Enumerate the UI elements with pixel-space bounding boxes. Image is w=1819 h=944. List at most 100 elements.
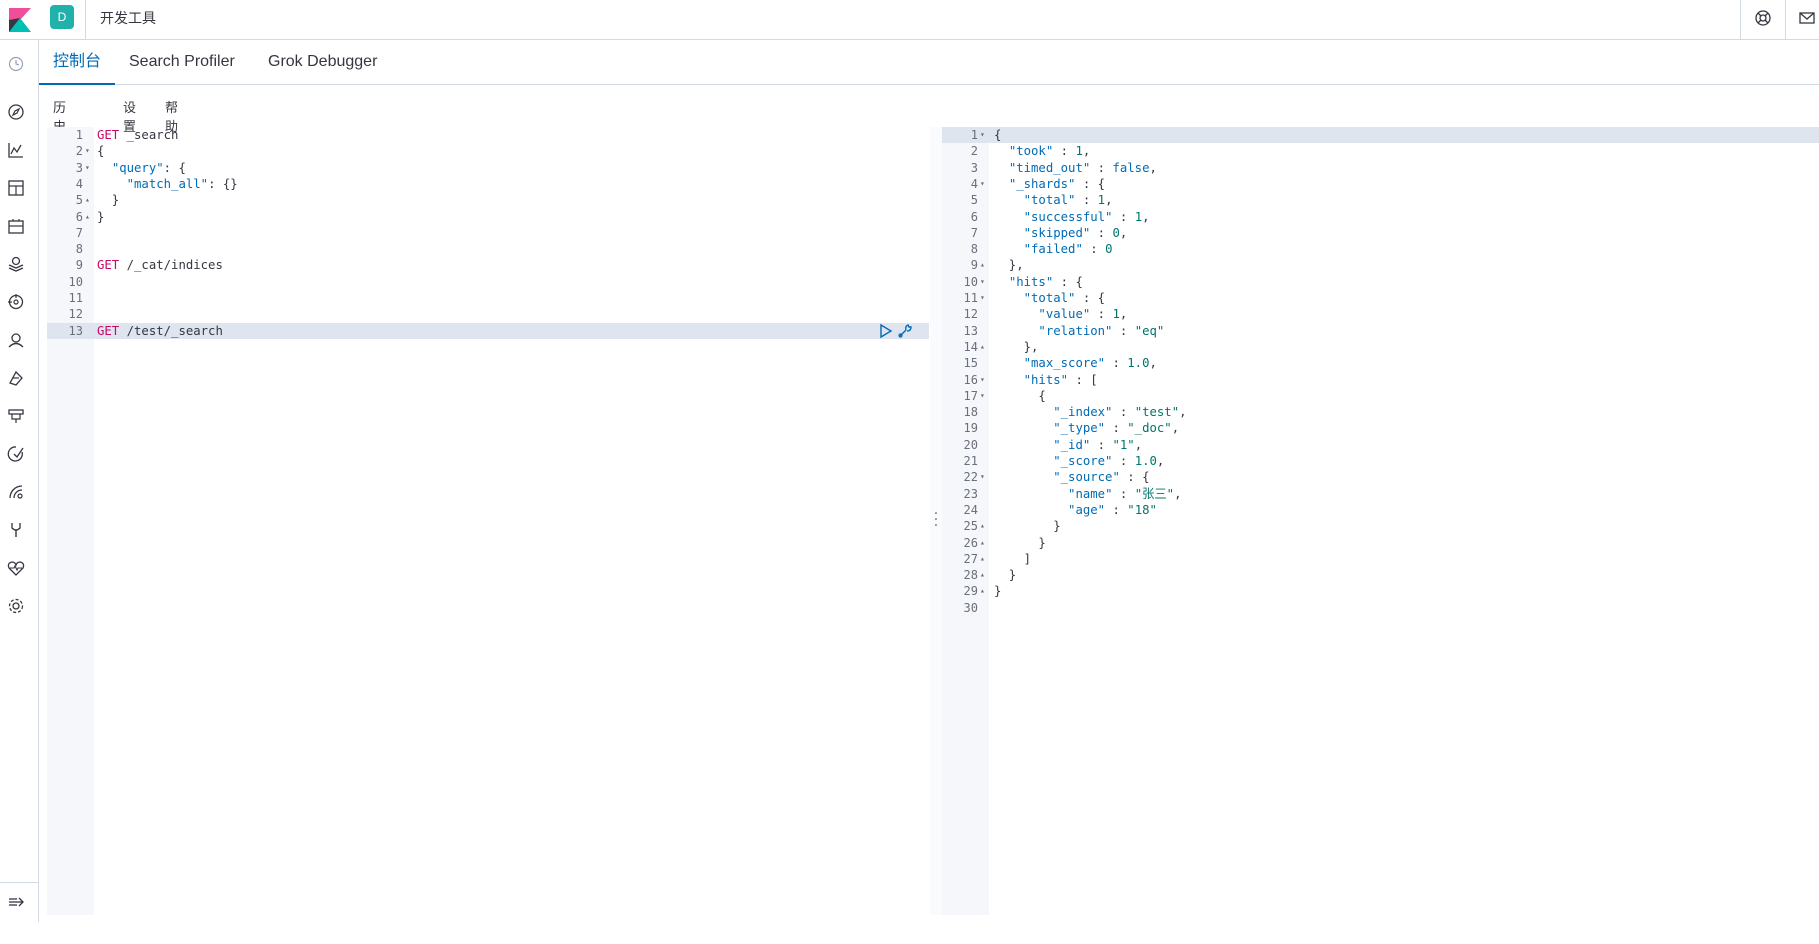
fold-toggle-icon[interactable]: ▴ [980, 260, 985, 270]
response-line[interactable]: 10▾ "hits" : { [942, 274, 1819, 290]
request-line[interactable]: 3▾ "query": { [47, 160, 929, 176]
response-line[interactable]: 13 "relation" : "eq" [942, 323, 1819, 339]
kibana-logo[interactable] [6, 6, 34, 34]
line-number: 13 [68, 323, 83, 338]
gear-icon[interactable] [6, 596, 26, 616]
index-icon[interactable] [6, 368, 26, 388]
tab-console[interactable]: 控制台 [39, 40, 116, 85]
response-line[interactable]: 7 "skipped" : 0, [942, 225, 1819, 241]
fold-toggle-icon[interactable]: ▾ [980, 293, 985, 302]
pane-resizer[interactable] [930, 127, 942, 915]
help-icon[interactable] [1753, 8, 1773, 28]
filter-icon[interactable] [6, 406, 26, 426]
response-line[interactable]: 5 "total" : 1, [942, 192, 1819, 208]
request-line[interactable]: 7 [47, 225, 929, 241]
response-line[interactable]: 25▴ } [942, 518, 1819, 534]
fold-toggle-icon[interactable]: ▴ [980, 570, 985, 580]
line-number: 10 [963, 274, 978, 289]
response-code-text: "_score" : 1.0, [1053, 454, 1165, 468]
line-number: 23 [963, 486, 978, 501]
request-line[interactable]: 11 [47, 290, 929, 306]
response-line[interactable]: 20 "_id" : "1", [942, 437, 1819, 453]
response-line[interactable]: 26▴ } [942, 535, 1819, 551]
fold-toggle-icon[interactable]: ▴ [85, 211, 90, 221]
settings-link[interactable]: 设置 [123, 101, 137, 135]
line-number: 4 [75, 176, 83, 191]
space-avatar[interactable]: D [50, 5, 74, 29]
collapse-icon[interactable] [6, 892, 26, 912]
response-line[interactable]: 6 "successful" : 1, [942, 209, 1819, 225]
fold-toggle-icon[interactable]: ▴ [980, 521, 985, 531]
response-viewer[interactable]: 1▾{2 "took" : 1,3 "timed_out" : false,4▾… [942, 127, 1819, 915]
ml-icon[interactable] [6, 292, 26, 312]
response-line[interactable]: 15 "max_score" : 1.0, [942, 355, 1819, 371]
response-line[interactable]: 22▾ "_source" : { [942, 469, 1819, 485]
maps-icon[interactable] [6, 254, 26, 274]
apm-icon[interactable] [6, 444, 26, 464]
fold-toggle-icon[interactable]: ▴ [85, 195, 90, 205]
fold-toggle-icon[interactable]: ▾ [980, 130, 985, 139]
request-line[interactable]: 2▾{ [47, 143, 929, 159]
compass-icon[interactable] [6, 102, 26, 122]
fold-toggle-icon[interactable]: ▾ [980, 178, 985, 188]
response-line[interactable]: 27▴ ] [942, 551, 1819, 567]
fold-toggle-icon[interactable]: ▾ [85, 146, 90, 156]
response-line[interactable]: 17▾ { [942, 388, 1819, 404]
response-line[interactable]: 16▾ "hits" : [ [942, 372, 1819, 388]
response-line[interactable]: 29▴} [942, 583, 1819, 599]
response-line[interactable]: 12 "value" : 1, [942, 306, 1819, 322]
fold-toggle-icon[interactable]: ▴ [980, 537, 985, 547]
uptime-icon[interactable] [6, 482, 26, 502]
user-icon[interactable] [6, 330, 26, 350]
response-line[interactable]: 28▴ } [942, 567, 1819, 583]
fold-toggle-icon[interactable]: ▾ [980, 472, 985, 482]
response-line[interactable]: 19 "_type" : "_doc", [942, 420, 1819, 436]
response-line[interactable]: 30 [942, 600, 1819, 616]
request-line[interactable]: 12 [47, 306, 929, 322]
fold-toggle-icon[interactable]: ▾ [980, 390, 985, 400]
fold-toggle-icon[interactable]: ▴ [980, 553, 985, 563]
canvas-icon[interactable] [6, 216, 26, 236]
request-line[interactable]: 4 "match_all": {} [47, 176, 929, 192]
wrench-icon[interactable] [897, 323, 913, 339]
response-line[interactable]: 8 "failed" : 0 [942, 241, 1819, 257]
fold-toggle-icon[interactable]: ▴ [980, 341, 985, 351]
response-line[interactable]: 14▴ }, [942, 339, 1819, 355]
response-line[interactable]: 24 "age" : "18" [942, 502, 1819, 518]
clock-icon[interactable] [6, 54, 26, 74]
request-line[interactable]: 10 [47, 274, 929, 290]
response-line[interactable]: 4▾ "_shards" : { [942, 176, 1819, 192]
mail-icon[interactable] [1797, 8, 1817, 28]
response-line[interactable]: 3 "timed_out" : false, [942, 160, 1819, 176]
dashboard-icon[interactable] [6, 178, 26, 198]
tab-grok-debugger[interactable]: Grok Debugger [268, 53, 378, 70]
line-number: 28 [963, 568, 978, 583]
request-line[interactable]: 8 [47, 241, 929, 257]
response-line[interactable]: 2 "took" : 1, [942, 143, 1819, 159]
fold-toggle-icon[interactable]: ▾ [980, 374, 985, 384]
monitoring-icon[interactable] [6, 558, 26, 578]
help-link[interactable]: 帮助 [165, 101, 179, 135]
resizer-handle-icon[interactable]: ··· [933, 506, 939, 534]
fold-toggle-icon[interactable]: ▾ [980, 276, 985, 286]
play-icon[interactable] [879, 323, 893, 339]
response-line[interactable]: 21 "_score" : 1.0, [942, 453, 1819, 469]
response-line[interactable]: 9▴ }, [942, 257, 1819, 273]
request-line[interactable]: 6▴} [47, 209, 929, 225]
request-line[interactable]: 5▴ } [47, 192, 929, 208]
fold-toggle-icon[interactable]: ▴ [980, 586, 985, 596]
tab-search-profiler[interactable]: Search Profiler [129, 53, 235, 70]
fold-toggle-icon[interactable]: ▾ [85, 162, 90, 172]
visualize-icon[interactable] [6, 140, 26, 160]
devtools-icon[interactable] [6, 520, 26, 540]
response-line[interactable]: 1▾{ [942, 127, 1819, 144]
response-line[interactable]: 11▾ "total" : { [942, 290, 1819, 306]
response-line[interactable]: 18 "_index" : "test", [942, 404, 1819, 420]
response-code-text: }, [994, 258, 1024, 273]
response-code-text: "total" : { [1023, 291, 1106, 305]
response-line[interactable]: 23 "name" : "张三", [942, 486, 1819, 502]
